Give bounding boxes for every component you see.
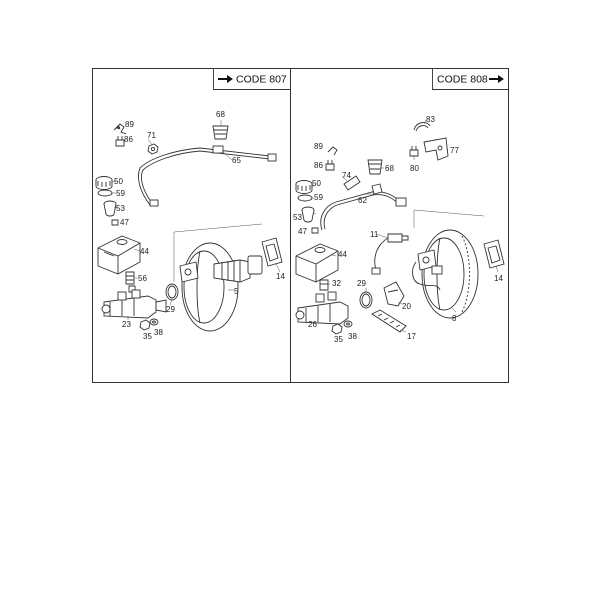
label-part-32: 32 [332,279,341,288]
part-74-sleeve [343,175,361,191]
label-part-68: 68 [385,164,394,173]
part-38-washer [149,318,159,326]
label-part-17: 17 [407,332,416,341]
label-part-35: 35 [334,335,343,344]
label-part-62: 62 [358,196,367,205]
part-29-seal-ring [165,283,179,301]
part-53-strainer-808 [301,206,315,223]
part-47-plug-808 [311,227,319,234]
label-part-20: 20 [402,302,411,311]
right-arrow-icon [489,75,504,83]
part-14-gasket [261,237,283,267]
part-20-lever [383,281,405,307]
label-part-47: 47 [298,227,307,236]
part-53-strainer [103,200,117,217]
label-part-8: 8 [452,314,457,323]
part-11-sensor [371,233,409,275]
label-part-59: 59 [314,193,323,202]
part-50-cap [95,176,113,190]
part-29-seal-ring-808 [359,291,373,309]
code-808-label: CODE 808 [437,74,488,86]
part-23-master-cylinder [101,289,167,319]
part-14-gasket-808 [483,239,505,269]
part-17-switch [371,309,407,333]
label-part-23: 23 [122,320,131,329]
label-part-38: 38 [348,332,357,341]
part-5-brake-booster [179,242,263,332]
part-83-clip [413,122,431,132]
code-808-tab[interactable]: CODE 808 [432,68,509,90]
part-38-washer-808 [343,320,353,328]
part-26-master-cylinder [295,291,349,325]
part-35-nut-808 [331,323,343,335]
label-part-44: 44 [338,250,347,259]
label-part-44: 44 [140,247,149,256]
label-part-14: 14 [276,272,285,281]
panel-code-808: CODE 808 [293,68,509,344]
right-arrow-icon [218,75,233,83]
part-32-grommet [319,279,329,291]
panel-code-807: CODE 807 [95,68,291,341]
diagram-frame [92,68,509,383]
part-80-bolt [409,146,419,157]
label-part-83: 83 [426,115,435,124]
part-35-nut [139,319,151,331]
label-part-29: 29 [357,279,366,288]
label-part-65: 65 [232,156,241,165]
label-part-77: 77 [450,146,459,155]
part-62-hose [320,183,407,231]
part-68-boot [212,125,229,140]
label-part-86: 86 [124,135,133,144]
label-part-26: 26 [308,320,317,329]
label-part-86: 86 [314,161,323,170]
part-59-seal [97,189,113,197]
label-part-11: 11 [370,230,379,239]
part-89-clip [113,123,127,135]
label-part-80: 80 [410,164,419,173]
leader-lines-right [312,119,499,333]
code-807-tab[interactable]: CODE 807 [213,68,291,90]
part-44-reservoir-808 [295,243,339,283]
label-part-50: 50 [114,177,123,186]
part-44-reservoir [97,235,141,275]
part-68-boot-808 [367,159,383,175]
label-part-50: 50 [312,179,321,188]
part-77-bracket [423,137,449,161]
label-part-56: 56 [138,274,147,283]
part-59-seal-808 [297,194,313,202]
label-part-38: 38 [154,328,163,337]
part-89-clip-808 [327,146,338,156]
label-part-68: 68 [216,110,225,119]
part-8-brake-booster [412,229,479,319]
label-part-14: 14 [494,274,503,283]
label-part-89: 89 [314,142,323,151]
leader-lines-left [111,120,281,320]
label-part-5: 5 [234,287,239,296]
part-47-plug [111,219,119,226]
code-807-label: CODE 807 [236,74,287,86]
label-part-71: 71 [147,131,156,140]
label-part-74: 74 [342,171,351,180]
part-71-nut [147,143,159,155]
label-part-29: 29 [166,305,175,314]
label-part-35: 35 [143,332,152,341]
part-65-brake-line [138,145,277,207]
label-part-89: 89 [125,120,134,129]
part-56-grommets [125,271,136,293]
label-part-53: 53 [116,204,125,213]
part-50-cap-808 [295,180,313,194]
label-part-47: 47 [120,218,129,227]
label-part-53: 53 [293,213,302,222]
label-part-59: 59 [116,189,125,198]
part-86-bolt [115,136,125,147]
part-86-bolt-808 [325,160,335,171]
